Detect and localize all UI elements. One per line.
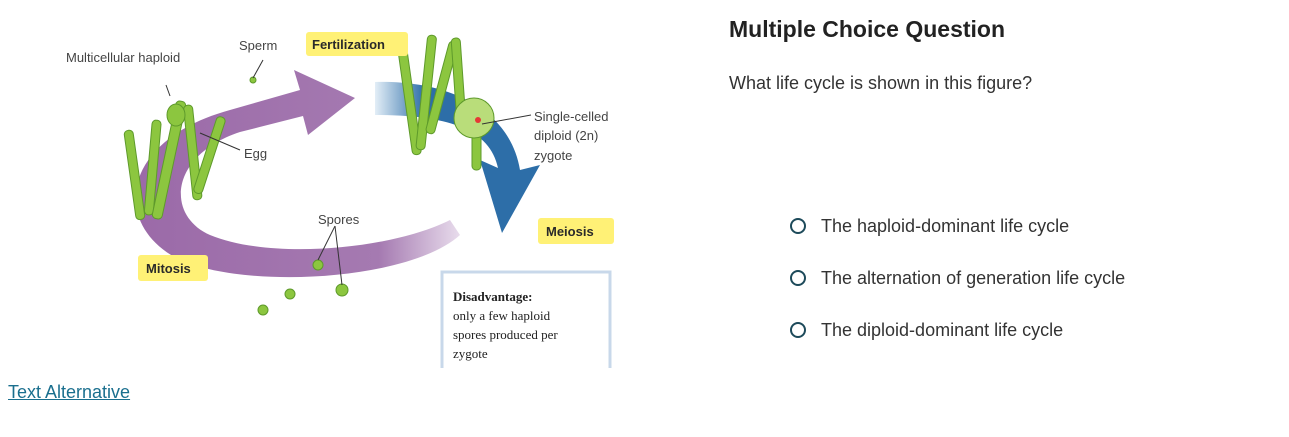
radio-button-icon[interactable] [790,218,806,234]
choice-option-2[interactable]: The alternation of generation life cycle [790,252,1125,304]
blue-cycle-arrow [375,81,540,233]
choice-option-3[interactable]: The diploid-dominant life cycle [790,304,1125,356]
text-alternative-link[interactable]: Text Alternative [8,382,131,402]
life-cycle-figure: Multicellular haploid Sperm Fertilizatio… [66,32,614,368]
question-title: Multiple Choice Question [729,16,1006,42]
disadvantage-line3: zygote [453,346,488,361]
label-fertilization: Fertilization [312,37,385,52]
disadvantage-line2: spores produced per [453,327,558,342]
label-mitosis: Mitosis [146,261,191,276]
haploid-plant [123,100,226,221]
label-sperm: Sperm [239,38,277,53]
label-multicellular-haploid: Multicellular haploid [66,50,180,65]
label-meiosis: Meiosis [546,224,594,239]
label-zygote-line3: zygote [534,148,572,163]
fertilization-highlight [306,32,408,56]
choice-label: The diploid-dominant life cycle [821,319,1064,340]
label-spores: Spores [318,212,360,227]
radio-button-icon[interactable] [790,270,806,286]
leader-lines [165,59,532,286]
choice-label: The alternation of generation life cycle [821,267,1126,288]
disadvantage-line1: only a few haploid [453,308,551,323]
label-zygote-line1: Single-celled [534,109,608,124]
diploid-plant [397,34,495,171]
disadvantage-title: Disadvantage: [453,289,532,304]
radio-button-icon[interactable] [790,322,806,338]
meiosis-highlight [538,218,614,244]
label-zygote-line2: diploid (2n) [534,128,598,143]
answer-choices: The haploid-dominant life cycle The alte… [790,200,1125,356]
choice-label: The haploid-dominant life cycle [821,215,1070,236]
mitosis-highlight [138,255,208,281]
disadvantage-box [440,270,612,368]
label-egg: Egg [244,146,267,161]
choice-option-1[interactable]: The haploid-dominant life cycle [790,200,1125,252]
question-prompt: What life cycle is shown in this figure? [729,73,1033,93]
